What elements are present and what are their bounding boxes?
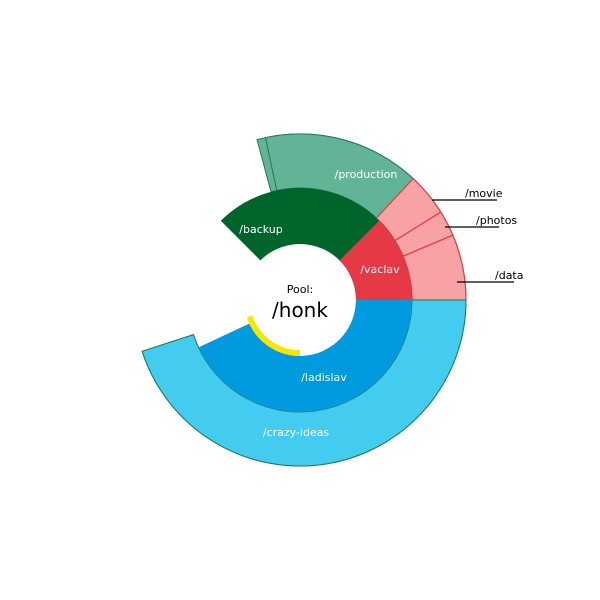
label-production: /production — [335, 168, 398, 181]
label-crazy-ideas: /crazy-ideas — [263, 426, 330, 439]
label-data: /data — [495, 269, 523, 282]
label-photos: /photos — [476, 214, 517, 227]
segment-labels: /backup/vaclav/ladislav/development/prod… — [185, 168, 524, 439]
inner-ring — [198, 188, 412, 413]
label-vaclav: /vaclav — [360, 263, 400, 276]
usage-ring — [246, 315, 300, 356]
label-movie: /movie — [465, 187, 503, 200]
label-ladislav: /ladislav — [301, 371, 347, 384]
segment-vaclav[interactable] — [339, 220, 412, 300]
center-hole — [250, 250, 350, 350]
center-label: Pool: — [287, 283, 313, 296]
center-pool-name: /honk — [272, 298, 328, 322]
segment-ladislav[interactable] — [198, 300, 412, 413]
label-backup: /backup — [239, 223, 282, 236]
label-development: /development — [185, 181, 262, 194]
